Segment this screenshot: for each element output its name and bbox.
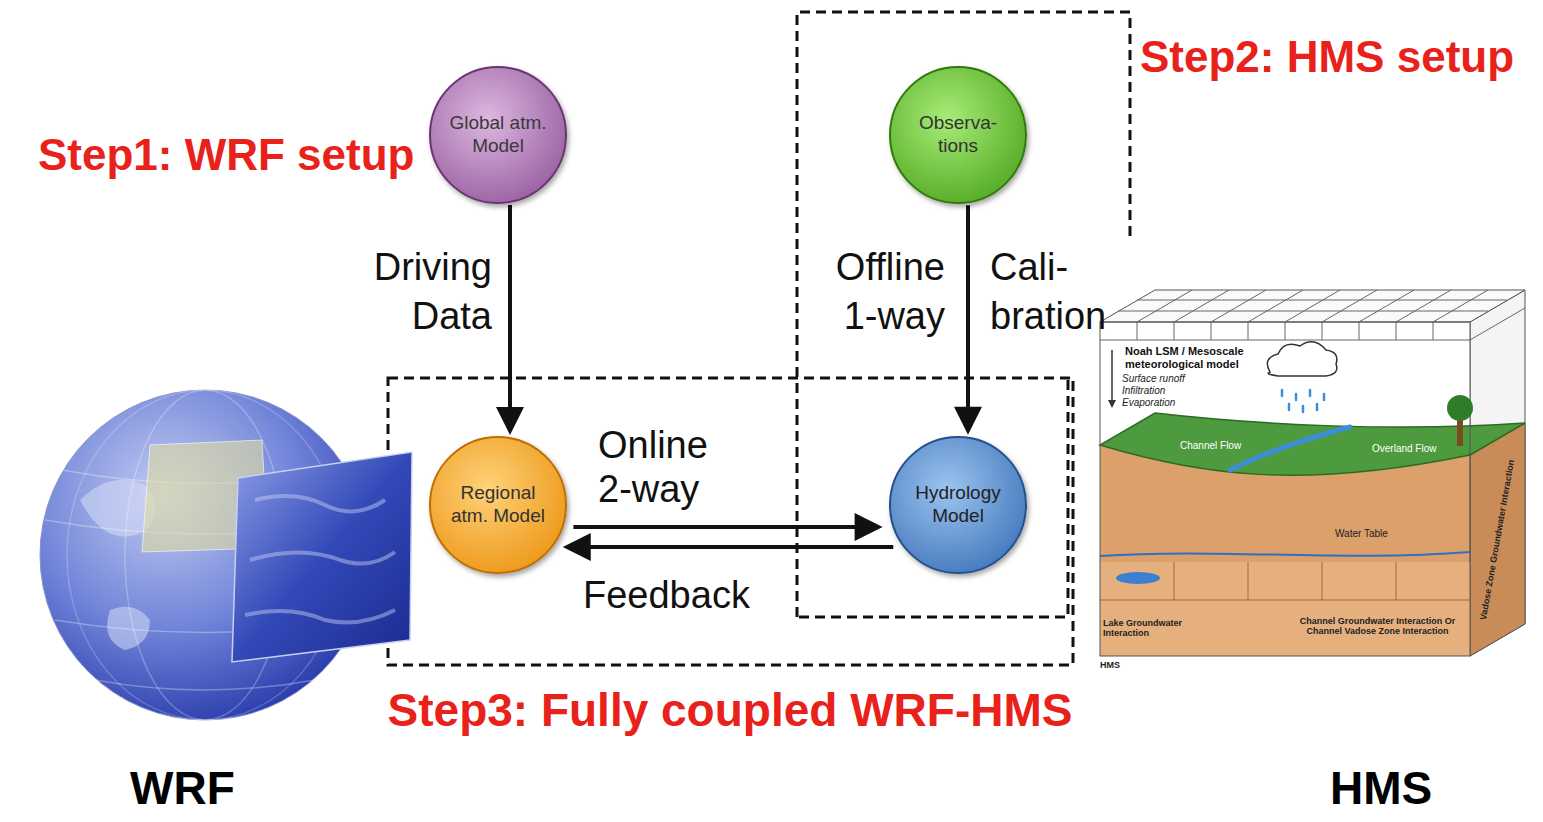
node-label: Hydrology Model (903, 482, 1013, 528)
model-circle: Global atm. Model (429, 66, 567, 204)
block-front-outline (1100, 322, 1470, 656)
edge-label: Online 2-way (598, 424, 728, 511)
connector-arrow (573, 513, 882, 541)
flux-arrow-head (1108, 400, 1116, 408)
step3-dashed-box (388, 378, 1073, 665)
connector-arrow (954, 205, 982, 434)
tree-crown (1447, 395, 1473, 421)
illustration-text: HMS (1100, 661, 1120, 671)
domain-inset-panel (232, 452, 412, 662)
step-label: Step2: HMS setup (1140, 32, 1514, 83)
model-name: WRF (130, 762, 235, 815)
saturated-zone (1100, 562, 1470, 656)
illustration-text: Lake Groundwater Interaction (1103, 619, 1195, 639)
block-front-face (1100, 322, 1470, 656)
tree-trunk (1457, 418, 1463, 446)
illustration-text: Noah LSM / Mesoscale meteorological mode… (1125, 345, 1315, 371)
data-circle: Observa- tions (889, 66, 1027, 204)
illustration-text: Surface runoff (1122, 373, 1185, 385)
connector-arrow (563, 533, 894, 561)
illustration-text: Evaporation (1122, 397, 1175, 409)
illustration-text: Overland Flow (1372, 443, 1436, 455)
edge-label: Feedback (583, 574, 750, 618)
step-label: Step3: Fully coupled WRF-HMS (388, 684, 1073, 737)
flux-arrow-shaft (1111, 350, 1113, 401)
block-right-face (1470, 290, 1525, 656)
illustration-text: Channel Groundwater Interaction Or Chann… (1290, 617, 1465, 637)
illustration-text: Channel Flow (1180, 440, 1241, 452)
lake (1116, 572, 1160, 584)
arrow-head (954, 407, 982, 435)
land-surface (1100, 413, 1525, 475)
edge-label: Cali- bration (990, 243, 1120, 342)
underground-front (1100, 445, 1470, 656)
globe-illustration (40, 390, 412, 720)
water-table-line (1100, 552, 1470, 556)
arrow-head (855, 513, 883, 541)
arrow-head (563, 533, 591, 561)
node-label: Global atm. Model (443, 112, 553, 158)
model-circle: Regional atm. Model (429, 436, 567, 574)
connector-line (966, 205, 970, 408)
connector-line (508, 205, 512, 409)
connector-arrow (496, 205, 524, 435)
step-label: Step1: WRF setup (38, 130, 414, 181)
connector-line (573, 525, 856, 529)
illustration-text: Water Table (1335, 528, 1388, 540)
cloud (1267, 342, 1337, 376)
hms-block-illustration (1100, 290, 1525, 656)
illustration-text: Infiltration (1122, 385, 1165, 397)
node-label: Observa- tions (903, 112, 1013, 158)
model-name: HMS (1330, 762, 1432, 815)
connector-line (589, 545, 894, 549)
edge-label: Driving Data (357, 243, 492, 342)
block-grid (1100, 290, 1525, 340)
edge-label: Offline 1-way (810, 243, 945, 342)
channel (1230, 427, 1350, 470)
arrow-head (496, 407, 524, 435)
model-circle: Hydrology Model (889, 436, 1027, 574)
rain-drops (1282, 390, 1324, 412)
underground-right (1470, 423, 1525, 656)
soil-grid (1100, 562, 1470, 600)
inset-texture (245, 496, 395, 622)
node-label: Regional atm. Model (443, 482, 553, 528)
